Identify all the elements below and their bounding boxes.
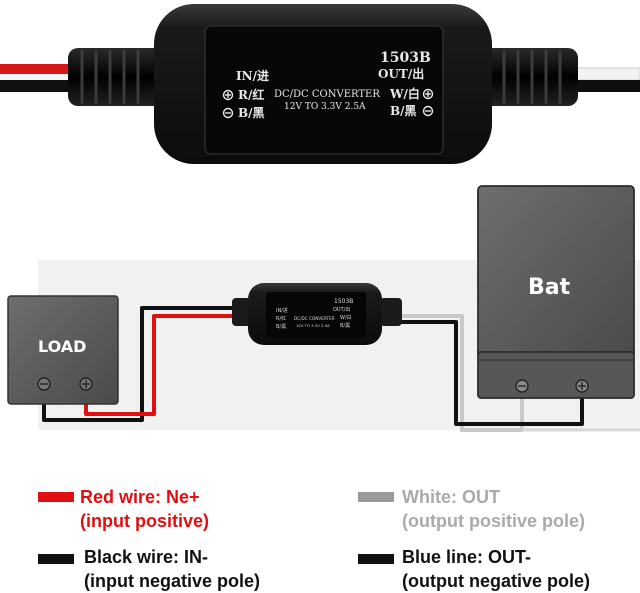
wires	[42, 306, 640, 432]
legend-red-line2: (input positive)	[80, 511, 209, 531]
white-output-wire	[384, 314, 524, 432]
black-input-wire	[42, 306, 252, 422]
plus-icon	[575, 379, 589, 393]
minus-icon	[515, 379, 529, 393]
small-out-pos: W/白	[340, 314, 352, 321]
right-black-wire	[560, 80, 640, 92]
converter-out-neg: B/黑	[390, 104, 417, 118]
left-strain-relief	[68, 48, 168, 106]
red-input-wire	[84, 314, 252, 416]
blue-swatch	[358, 554, 394, 564]
legend-blue-line2: (output negative pole)	[402, 571, 590, 591]
battery-box: Bat	[477, 185, 635, 399]
load-label: LOAD	[38, 337, 86, 356]
minus-icon	[222, 107, 234, 119]
small-in-pos: R/红	[276, 315, 286, 322]
small-model: 1503B	[334, 298, 353, 305]
black-output-wire	[384, 320, 584, 426]
red-swatch	[38, 492, 74, 502]
minus-icon	[422, 105, 434, 117]
converter-label-plate	[204, 25, 444, 155]
black-swatch	[38, 554, 74, 564]
converter-title: DC/DC CONVERTER	[274, 89, 380, 100]
left-white-wire	[0, 74, 80, 80]
converter-spec: 12V TO 3.3V 2.5A	[284, 102, 366, 112]
converter-in-pos: R/红	[238, 87, 264, 102]
left-red-wire	[0, 64, 80, 74]
converter-in-neg: B/黑	[238, 106, 265, 120]
legend-black-line2: (input negative pole)	[84, 571, 261, 591]
left-black-wire	[0, 80, 80, 92]
legend-white-line2: (output positive pole)	[402, 511, 585, 531]
legend-black: Black wire: IN- (input negative pole)	[84, 545, 260, 593]
converter-photo: 1503B IN/进 OUT/出 DC/DC CONVERTER R/红 W/白…	[0, 4, 640, 164]
small-title: DC/DC CONVERTER	[294, 316, 335, 321]
small-out-label: OUT/出	[333, 306, 350, 313]
load-box: LOAD	[7, 295, 119, 405]
small-out-neg: B/黑	[340, 323, 350, 329]
legend-red: Red wire: Ne+ (input positive)	[80, 485, 209, 533]
converter-out-pos: W/白	[389, 86, 420, 101]
small-converter: 1503B IN/进 OUT/出 R/红 DC/DC CONVERTER W/白…	[232, 283, 402, 345]
legend-blue-line1: Blue line: OUT-	[402, 547, 532, 567]
plus-icon	[79, 377, 93, 391]
small-in-label: IN/进	[276, 307, 288, 314]
legend-black-line1: Black wire: IN-	[84, 547, 209, 567]
legend-white: White: OUT (output positive pole)	[402, 485, 585, 533]
converter-in-label: IN/进	[236, 68, 269, 83]
legend-white-line1: White: OUT	[402, 487, 500, 507]
legend-blue: Blue line: OUT- (output negative pole)	[402, 545, 590, 593]
small-in-neg: B/黑	[276, 324, 286, 330]
minus-icon	[37, 377, 51, 391]
converter-model: 1503B	[380, 50, 431, 66]
right-strain-relief	[478, 48, 578, 106]
plus-icon	[222, 89, 234, 101]
battery-label: Bat	[528, 275, 571, 300]
legend-red-line1: Red wire: Ne+	[80, 487, 200, 507]
converter-out-label: OUT/出	[378, 66, 424, 81]
plus-icon	[422, 88, 434, 100]
white-swatch	[358, 492, 394, 502]
small-spec: 12V TO 3.3V 2.5A	[296, 323, 330, 328]
